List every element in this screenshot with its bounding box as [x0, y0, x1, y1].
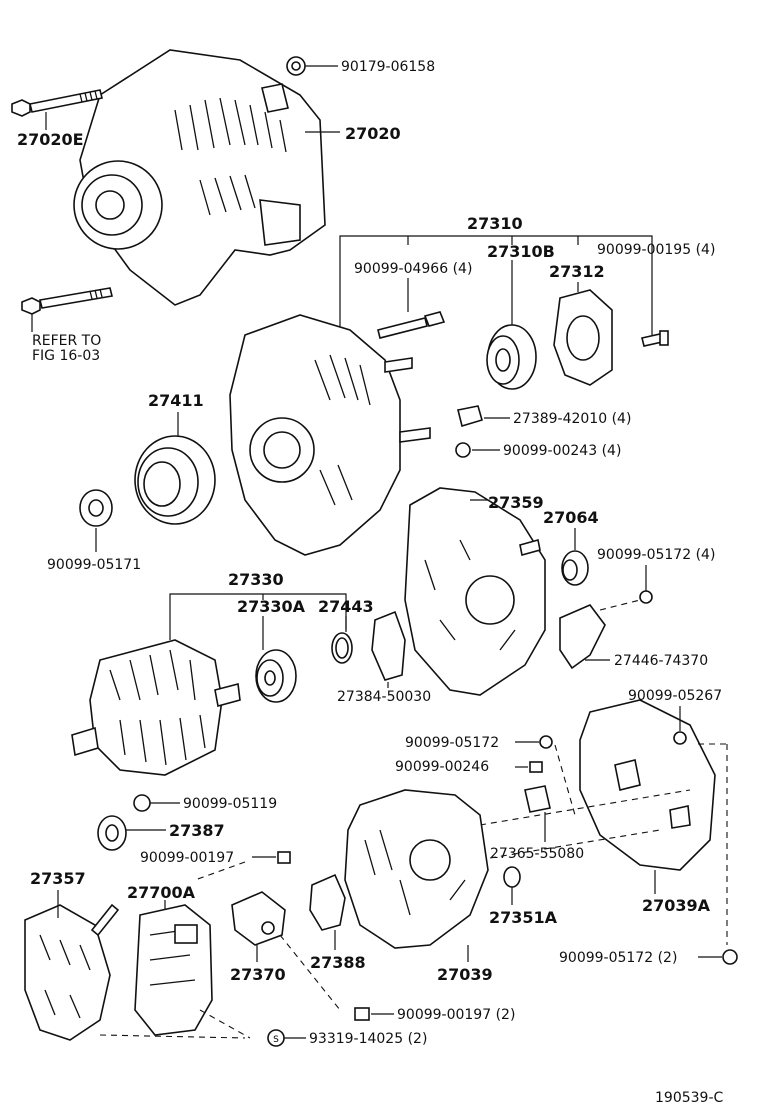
label-27351A: 27351A — [489, 908, 558, 927]
nut-27351A — [503, 866, 521, 905]
label-27330: 27330 — [228, 570, 284, 589]
ring-27443 — [331, 632, 353, 664]
bolt-27020E — [11, 89, 103, 130]
label-90099-05172: 90099-05172 — [405, 735, 499, 751]
label-27020: 27020 — [345, 124, 401, 143]
svg-text:S: S — [273, 1035, 279, 1045]
label-27330A: 27330A — [237, 597, 306, 616]
screw-90099-00195 — [641, 330, 669, 347]
label-90099-05119: 90099-05119 — [183, 796, 277, 812]
bolt-refer-fig — [21, 287, 113, 332]
dashed-lines-rear — [479, 743, 728, 945]
label-27387: 27387 — [169, 821, 225, 840]
bearing-27330A — [255, 649, 297, 703]
screw-90099-00197 — [194, 851, 291, 881]
label-27388: 27388 — [310, 953, 366, 972]
label-refer-to: REFER TO — [32, 333, 101, 349]
regulator-27700A — [134, 900, 213, 1036]
label-27039A: 27039A — [642, 896, 711, 915]
alternator-assembly — [73, 49, 326, 306]
pulley-27411 — [134, 412, 216, 525]
insulator-27389-42010 — [457, 405, 510, 428]
stud-bolt-90099-04966 — [377, 311, 446, 339]
label-27039: 27039 — [437, 965, 493, 984]
end-frame-27359 — [404, 487, 546, 696]
screw-90099-00246 — [515, 761, 543, 773]
nut-90099-05119 — [133, 794, 180, 812]
label-27357: 27357 — [30, 869, 86, 888]
rotor-27330 — [71, 639, 241, 776]
label-27310: 27310 — [467, 214, 523, 233]
nut-90099-05172-4 — [599, 565, 653, 611]
rectifier-27357 — [24, 890, 120, 1041]
label-27443: 27443 — [318, 597, 374, 616]
label-27020E: 27020E — [17, 130, 84, 149]
cover-27039 — [344, 789, 489, 962]
label-27411: 27411 — [148, 391, 204, 410]
nut-90099-00243 — [455, 442, 500, 458]
label-90099-05172-4: 90099-05172 (4) — [597, 547, 715, 563]
insulator-27387 — [97, 815, 166, 851]
label-27700A: 27700A — [127, 883, 196, 902]
label-27359: 27359 — [488, 493, 544, 512]
nut-90099-05172 — [515, 735, 553, 749]
screw-90099-00197-2 — [354, 1007, 394, 1021]
label-90099-05172-2: 90099-05172 (2) — [559, 950, 677, 966]
brush-holder-27370 — [231, 891, 341, 1011]
screw-93319-14025: S — [267, 1029, 306, 1047]
label-90099-05171: 90099-05171 — [47, 557, 141, 573]
label-fig-ref: FIG 16-03 — [32, 348, 100, 364]
terminal-27365-55080 — [524, 785, 551, 842]
label-90099-00197: 90099-00197 — [140, 850, 234, 866]
insulator-27446-74370 — [559, 604, 610, 670]
label-93319-14025: 93319-14025 (2) — [309, 1031, 427, 1047]
gasket-27384-50030 — [371, 610, 406, 688]
bracket-27310 — [339, 235, 653, 345]
label-90099-00195: 90099-00195 (4) — [597, 242, 715, 258]
label-27389-42010: 27389-42010 (4) — [513, 411, 631, 427]
nut-90179-06158 — [286, 56, 338, 76]
label-90099-00246: 90099-00246 — [395, 759, 489, 775]
dashed-lines-lower — [99, 1009, 251, 1039]
label-90099-00197-2: 90099-00197 (2) — [397, 1007, 515, 1023]
nut-90099-05172-2 — [698, 949, 738, 965]
label-27064: 27064 — [543, 508, 599, 527]
label-90179-06158: 90179-06158 — [341, 59, 435, 75]
label-90099-00243: 90099-00243 (4) — [503, 443, 621, 459]
cover-27064 — [561, 528, 589, 586]
bearing-27310B — [486, 324, 537, 390]
label-27365-55080: 27365-55080 — [490, 846, 584, 862]
label-27312: 27312 — [549, 262, 605, 281]
label-90099-05267: 90099-05267 — [628, 688, 722, 704]
drive-end-frame — [229, 314, 431, 556]
nut-90099-05267 — [673, 706, 687, 745]
label-27310B: 27310B — [487, 242, 555, 261]
label-27446-74370: 27446-74370 — [614, 653, 708, 669]
label-27384-50030: 27384-50030 — [337, 689, 431, 705]
label-27370: 27370 — [230, 965, 286, 984]
seal-27388 — [309, 873, 346, 950]
labels: 90179-06158 27020E 27020 27310 27310B 90… — [17, 59, 723, 1106]
label-90099-04966: 90099-04966 (4) — [354, 261, 472, 277]
retainer-27312 — [553, 289, 613, 386]
bracket-27330 — [169, 593, 347, 650]
nut-90099-05171 — [79, 489, 113, 552]
label-ref-number: 190539-C — [655, 1090, 723, 1106]
